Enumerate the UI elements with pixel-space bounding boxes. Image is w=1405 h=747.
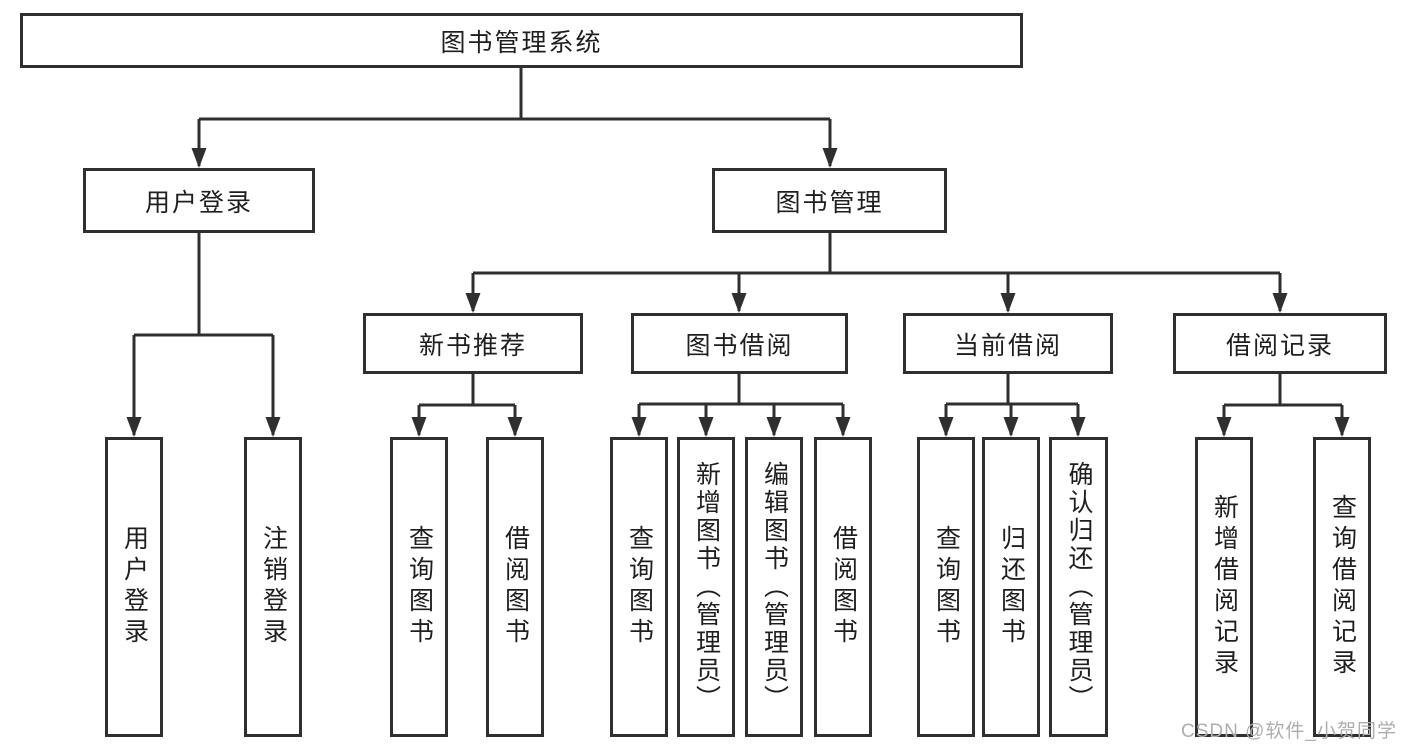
arrow-down-icon	[938, 417, 954, 437]
arrow-down-icon	[766, 417, 782, 437]
node-user-login: 用户登录	[83, 168, 315, 233]
node-label: 新书推荐	[418, 331, 527, 360]
node-label: 用户登录	[120, 525, 149, 649]
leaf-edit-books-admin: 编辑图书（管理员）	[745, 437, 803, 737]
leaf-borrow-books: 借阅图书	[814, 437, 872, 737]
node-label: 借阅记录	[1225, 331, 1334, 360]
arrow-down-icon	[822, 148, 838, 168]
arrow-down-icon	[265, 417, 281, 437]
node-borrowing-records: 借阅记录	[1173, 313, 1387, 374]
node-label: 查询借阅记录	[1328, 494, 1357, 680]
arrow-down-icon	[1216, 417, 1232, 437]
node-library-management-system: 图书管理系统	[20, 13, 1023, 68]
node-label: 图书借阅	[685, 331, 794, 360]
leaf-add-borrow-record: 新增借阅记录	[1195, 437, 1253, 737]
arrow-down-icon	[698, 417, 714, 437]
node-label: 查询图书	[932, 525, 961, 649]
arrow-down-icon	[1000, 293, 1016, 313]
leaf-borrow-books-recommend: 借阅图书	[486, 437, 544, 737]
leaf-logout: 注销登录	[244, 437, 302, 737]
node-label: 借阅图书	[829, 525, 858, 649]
connector-borrowing-records-branch	[1216, 374, 1350, 437]
arrow-down-icon	[835, 417, 851, 437]
node-label: 归还图书	[997, 525, 1026, 649]
connector-book-management-branch	[465, 233, 1288, 313]
node-label: 用户登录	[144, 188, 253, 217]
node-label: 查询图书	[625, 525, 654, 649]
arrow-down-icon	[1003, 417, 1019, 437]
connector-user-login-branch	[126, 233, 281, 437]
node-book-borrowing: 图书借阅	[631, 313, 848, 374]
leaf-add-books-admin: 新增图书（管理员）	[677, 437, 735, 737]
connector-current-borrowing-branch	[938, 374, 1086, 437]
csdn-watermark: CSDN @软件_小贺同学	[1181, 721, 1397, 742]
arrow-down-icon	[1070, 417, 1086, 437]
node-label: 编辑图书（管理员）	[760, 461, 789, 713]
leaf-query-books-current: 查询图书	[917, 437, 975, 737]
leaf-query-books-recommend: 查询图书	[390, 437, 448, 737]
node-label: 确认归还（管理员）	[1065, 461, 1093, 713]
arrow-down-icon	[191, 148, 207, 168]
arrow-down-icon	[1272, 293, 1288, 313]
node-label: 图书管理	[775, 188, 884, 217]
leaf-query-borrow-record: 查询借阅记录	[1313, 437, 1371, 737]
arrow-down-icon	[1334, 417, 1350, 437]
node-label: 当前借阅	[953, 331, 1062, 360]
connector-new-book-recommend-branch	[411, 374, 523, 437]
connector-root-to-level2	[191, 66, 838, 168]
leaf-user-login: 用户登录	[105, 437, 163, 737]
node-label: 新增借阅记录	[1210, 494, 1239, 680]
node-label: 新增图书（管理员）	[692, 461, 721, 713]
arrow-down-icon	[411, 417, 427, 437]
leaf-query-books-borrowing: 查询图书	[610, 437, 668, 737]
connector-book-borrowing-branch	[631, 374, 851, 437]
node-new-book-recommend: 新书推荐	[363, 313, 583, 374]
arrow-down-icon	[465, 293, 481, 313]
arrow-down-icon	[126, 417, 142, 437]
node-book-management: 图书管理	[712, 168, 947, 233]
arrow-down-icon	[731, 293, 747, 313]
leaf-return-books: 归还图书	[982, 437, 1040, 737]
node-label: 借阅图书	[501, 525, 530, 649]
node-label: 图书管理系统	[440, 28, 603, 57]
arrow-down-icon	[507, 417, 523, 437]
arrow-down-icon	[631, 417, 647, 437]
node-label: 注销登录	[259, 525, 288, 649]
node-label: 查询图书	[405, 525, 434, 649]
leaf-confirm-return-admin: 确认归还（管理员）	[1049, 437, 1108, 737]
node-current-borrowing: 当前借阅	[903, 313, 1113, 374]
